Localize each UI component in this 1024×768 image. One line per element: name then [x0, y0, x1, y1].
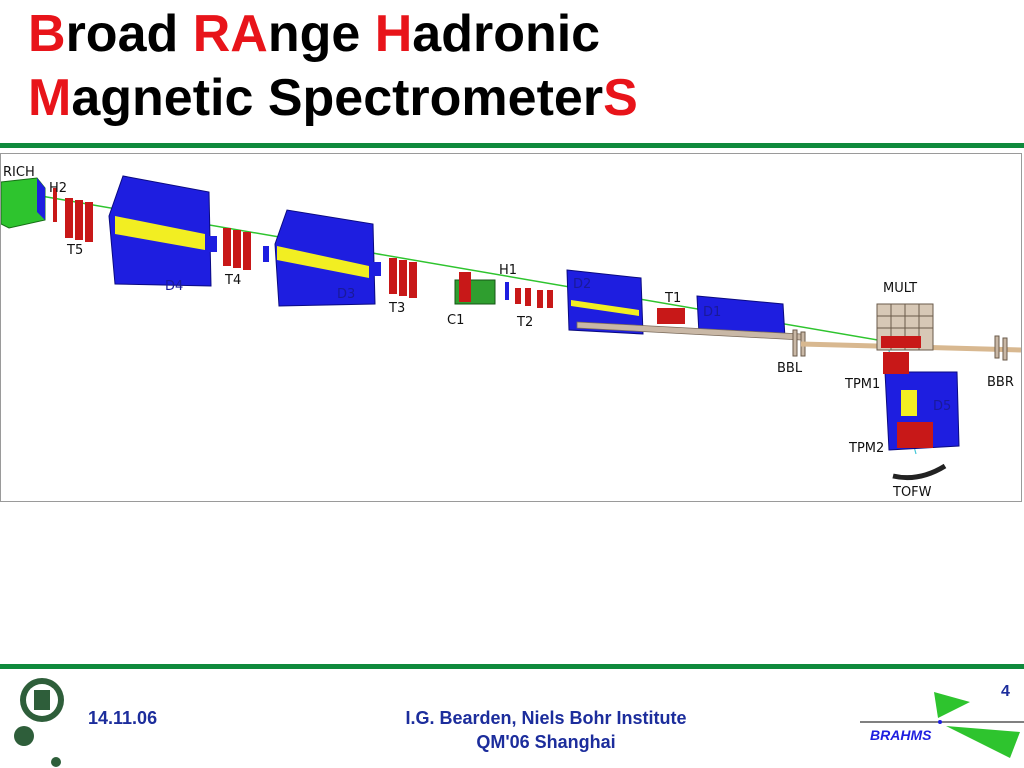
tpm2-chamber: [897, 422, 933, 448]
label-t4: T4: [224, 273, 241, 288]
institute-seal-logo: [14, 678, 64, 767]
title-final-s: S: [603, 69, 638, 127]
title-initial-m: M: [28, 69, 72, 127]
t5-chamber: [65, 198, 93, 242]
label-h1: H1: [499, 263, 517, 278]
label-mult: MULT: [883, 281, 917, 296]
footer-conference: QM'06 Shanghai: [476, 732, 616, 752]
label-d5: D5: [933, 399, 951, 414]
tpm1-chamber: [883, 352, 909, 374]
c1-cherenkov: [454, 272, 496, 305]
label-bbl: BBL: [777, 361, 803, 376]
label-d2: D2: [573, 277, 591, 292]
label-d3: D3: [337, 287, 355, 302]
brahms-logo-text: BRAHMS: [870, 727, 932, 743]
footer-date: 14.11.06: [88, 708, 158, 728]
label-t3: T3: [388, 301, 405, 316]
title-word-road: road: [65, 5, 193, 63]
label-h2: H2: [49, 181, 67, 196]
d3-front-flange: [263, 246, 269, 262]
h2-hodoscope: [53, 188, 57, 222]
label-t5: T5: [66, 243, 83, 258]
label-tpm2: TPM2: [848, 441, 884, 456]
brahms-logo: BRAHMS: [860, 692, 1024, 758]
label-bbr: BBR: [987, 375, 1014, 390]
d3-magnet: [274, 209, 381, 307]
rich-detector: [1, 177, 46, 229]
t2-chamber: [515, 288, 553, 308]
footer-divider: [0, 664, 1024, 669]
title-word-nge: nge: [267, 5, 375, 63]
spectrometer-diagram: RICH H2 T5 D4 T4 D3 T3 C1 H1 T2 D2 T1 D1…: [0, 153, 1022, 502]
label-d1: D1: [703, 305, 721, 320]
label-t2: T2: [516, 315, 533, 330]
title-divider: [0, 143, 1024, 148]
t4-chamber: [223, 228, 251, 270]
bbr-counter: [994, 335, 1008, 361]
title-initial-b: B: [28, 5, 66, 63]
label-tofw: TOFW: [892, 485, 932, 500]
h1-hodoscope: [505, 282, 509, 300]
label-c1: C1: [447, 313, 464, 328]
d2-magnet: [566, 269, 644, 335]
d4-magnet: [108, 175, 217, 287]
page-number: 4: [1001, 683, 1010, 700]
title-initial-h: H: [374, 5, 413, 63]
footer-author: I.G. Bearden, Niels Bohr Institute: [405, 708, 687, 728]
label-d4: D4: [165, 279, 183, 294]
footer-credit: I.G. Bearden, Niels Bohr Institute QM'06…: [360, 706, 732, 754]
title-word-adronic: adronic: [412, 5, 601, 63]
t3-chamber: [389, 258, 417, 298]
mult-array: [876, 303, 934, 351]
spectrometer-drawing: RICH H2 T5 D4 T4 D3 T3 C1 H1 T2 D2 T1 D1…: [1, 165, 1021, 500]
label-t1: T1: [664, 291, 681, 306]
tofw-wall: [892, 463, 947, 481]
label-tpm1: TPM1: [844, 377, 880, 392]
title-word-agnetic-spectrometer: agnetic Spectrometer: [71, 69, 604, 127]
label-rich: RICH: [3, 165, 35, 180]
slide-title: Broad RAnge Hadronic Magnetic Spectromet…: [28, 2, 638, 130]
t1-chamber: [657, 308, 685, 324]
title-line-1: Broad RAnge Hadronic: [28, 2, 638, 66]
title-line-2: Magnetic SpectrometerS: [28, 66, 638, 130]
title-initial-ra: RA: [192, 5, 268, 63]
